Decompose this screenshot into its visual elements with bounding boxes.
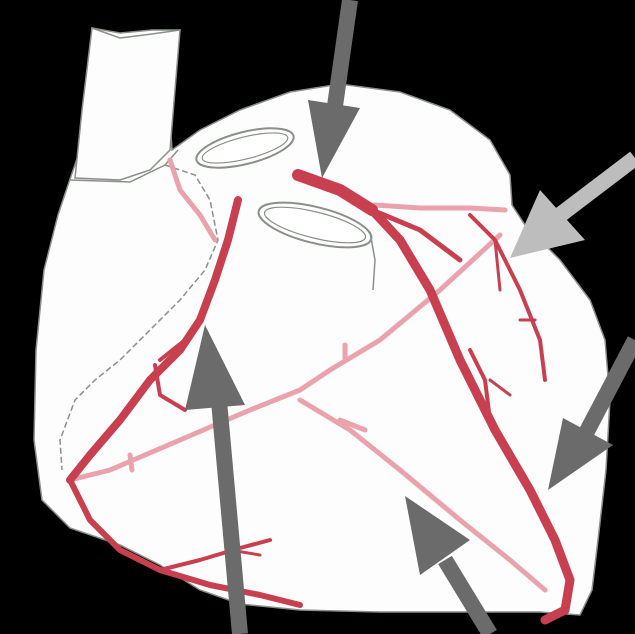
coronary-artery-diagram: [0, 0, 635, 634]
